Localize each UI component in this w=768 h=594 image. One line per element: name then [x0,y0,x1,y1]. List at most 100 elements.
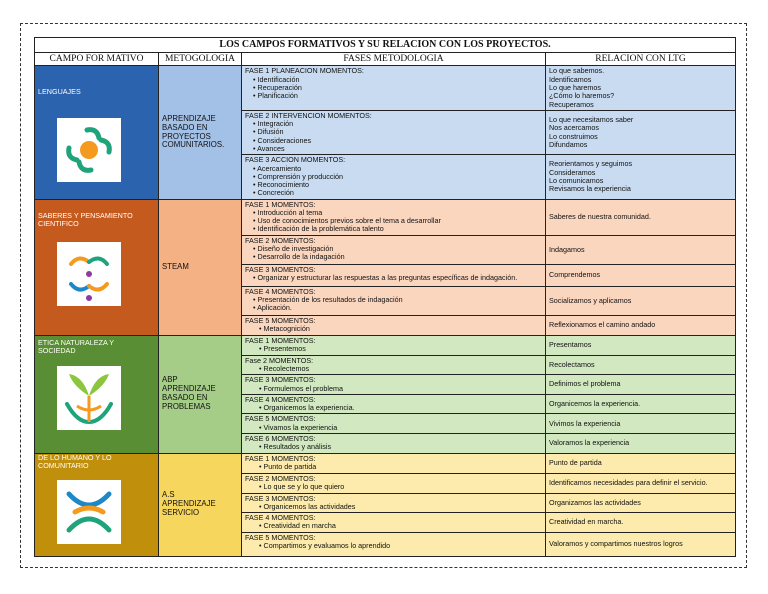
fase-cell: Fase 2 MOMENTOS: Recolectemos [241,354,546,376]
metodologia-humano: A.S APRENDIZAJE SERVICIO [158,453,242,557]
header-campo: CAMPO FOR MATIVO [34,51,159,67]
fase-cell: FASE 2 MOMENTOS: Diseño de investigación… [241,234,546,265]
fase-item: Creatividad en marcha [259,522,542,531]
fase-cell: FASE 4 MOMENTOS: Creatividad en marcha [241,512,546,533]
fase-title: FASE 4 MOMENTOS: [245,394,316,404]
fase-title: FASE 2 MOMENTOS: [245,473,316,483]
ltg-cell: Identificamos necesidades para definir e… [544,472,737,494]
fase-item: Acercamiento [253,164,542,173]
metodologia-line: COMUNITARIOS. [162,140,225,150]
fase-cell: FASE 5 MOMENTOS: Compartimos y evaluamos… [241,531,546,557]
campos-formativos-table: LOS CAMPOS FORMATIVOS Y SU RELACION CON … [33,37,737,557]
metodologia-line: STEAM [162,261,189,271]
fase-item: Avances [253,144,542,153]
metodologia-line: APRENDIZAJE [162,499,216,509]
fase-item: Recolectemos [259,364,542,373]
campo-lenguajes: LENGUAJES [34,65,159,200]
campo-humano: DE LO HUMANO Y LO COMUNITARIO [34,453,159,557]
ltg-line: Lo comunicamos [549,175,604,185]
fase-cell: FASE 1 MOMENTOS: Introducción al temaUso… [241,198,546,236]
fase-title: FASE 5 MOMENTOS: [245,532,316,542]
fase-cell: FASE 5 MOMENTOS: Metacognición [241,314,546,336]
campo-saberes: SABERES Y PENSAMIENTO CIENTIFICO [34,198,159,336]
fase-item: Identificación de la problemática talent… [253,225,542,234]
ltg-cell: Vivimos la experiencia [544,413,737,435]
metodologia-line: BASADO EN [162,122,208,132]
metodologia-line: BASADO EN [162,393,208,403]
fase-title: FASE 3 ACCION MOMENTOS: [245,155,346,165]
fase-item: Formulemos el problema [259,384,542,393]
ltg-line: Lo construimos [549,131,598,141]
fase-title: FASE 1 MOMENTOS: [245,335,316,345]
metodologia-line: PROYECTOS [162,131,211,141]
campo-label: LENGUAJES [38,87,81,97]
fase-cell: FASE 3 ACCION MOMENTOS: AcercamientoComp… [241,154,546,200]
ltg-line: Lo que sabemos. [549,66,605,76]
fase-cell: FASE 4 MOMENTOS: Organicemos la experien… [241,393,546,415]
fase-title: FASE 4 MOMENTOS: [245,286,316,296]
fase-item: Organizar y estructurar las respuestas a… [253,273,542,282]
ltg-cell: Indagamos [544,234,737,265]
ltg-line: Lo que necesitamos saber [549,114,634,124]
fase-item: Aplicación. [253,304,542,313]
fase-title: FASE 5 MOMENTOS: [245,315,316,325]
ltg-cell: Comprendemos [544,263,737,287]
ltg-cell: Recolectamos [544,354,737,376]
fase-title: Fase 2 MOMENTOS: [245,355,314,365]
fase-item: Diseño de investigación [253,244,542,253]
ltg-line: Lo que haremos [549,82,601,92]
fase-cell: FASE 2 MOMENTOS: Lo que se y lo que quie… [241,472,546,494]
fase-item: Recuperación [253,83,542,92]
fase-cell: FASE 3 MOMENTOS: Organizar y estructurar… [241,263,546,287]
fase-item: Metacognición [259,324,542,333]
campo-label: ETICA NATURALEZA Y SOCIEDAD [38,337,114,356]
fase-item: Concreción [253,189,542,198]
ltg-cell: Punto de partida [544,453,737,474]
ltg-cell: Socializamos y aplicamos [544,285,737,316]
metodologia-saberes: STEAM [158,198,242,336]
ltg-cell: Valoramos y compartimos nuestros logros [544,531,737,557]
metodologia-line: A.S [162,490,175,500]
fase-item: Planificación [253,91,542,100]
dashed-page-border [20,23,747,568]
fase-item: Compartimos y evaluamos lo aprendido [259,541,542,550]
ltg-line: Reorientamos y seguimos [549,159,633,169]
metodologia-lenguajes: APRENDIZAJE BASADO EN PROYECTOS COMUNITA… [158,65,242,200]
ltg-line: Recuperamos [549,99,594,109]
fase-item: Uso de conocimientos previos sobre el te… [253,216,542,225]
fase-item: Reconocimiento [253,180,542,189]
fase-cell: FASE 1 MOMENTOS: Punto de partida [241,453,546,474]
fase-cell: FASE 2 INTERVENCION MOMENTOS: Integració… [241,109,546,156]
header-metodologia: METOGOLOGIA [158,51,242,67]
fase-title: FASE 3 MOMENTOS: [245,493,316,503]
fase-cell: FASE 1 PLANEACION MOMENTOS: Identificaci… [241,65,546,111]
fase-title: FASE 6 MOMENTOS: [245,434,316,444]
fase-cell: FASE 6 MOMENTOS: Resultados y análisis [241,433,546,455]
table-title: LOS CAMPOS FORMATIVOS Y SU RELACION CON … [33,37,737,53]
fase-title: FASE 1 MOMENTOS: [245,454,316,464]
fase-title: FASE 3 MOMENTOS: [245,264,316,274]
fase-item: Organicemos las actividades [259,502,542,511]
ltg-line: Revisamos la experiencia [549,184,631,194]
ltg-line: Identificamos [549,74,592,84]
fase-title: FASE 5 MOMENTOS: [245,414,316,424]
campo-etica: ETICA NATURALEZA Y SOCIEDAD [34,334,159,455]
fase-cell: FASE 5 MOMENTOS: Vivamos la experiencia [241,413,546,435]
lenguajes-logo-icon [57,118,121,183]
ltg-line: Nos acercamos [549,123,599,133]
ltg-line: ¿Cómo lo haremos? [549,91,615,101]
campo-label: DE LO HUMANO Y LO COMUNITARIO [38,453,112,471]
header-relacion-ltg: RELACION CON LTG [544,51,737,67]
fase-item: Integración [253,119,542,128]
fase-cell: FASE 3 MOMENTOS: Organicemos las activid… [241,492,546,514]
campo-label: SABERES Y PENSAMIENTO CIENTIFICO [38,210,133,228]
metodologia-line: SERVICIO [162,508,200,518]
ltg-cell: Organicemos la experiencia. [544,393,737,415]
fase-item: Desarrollo de la indagación [253,253,542,262]
fase-title: FASE 4 MOMENTOS: [245,513,316,523]
fase-title: FASE 2 INTERVENCION MOMENTOS: [245,110,372,120]
fase-item: Punto de partida [259,463,542,472]
ltg-line: Consideramos [549,167,596,177]
metodologia-line: PROBLEMAS [162,402,211,412]
